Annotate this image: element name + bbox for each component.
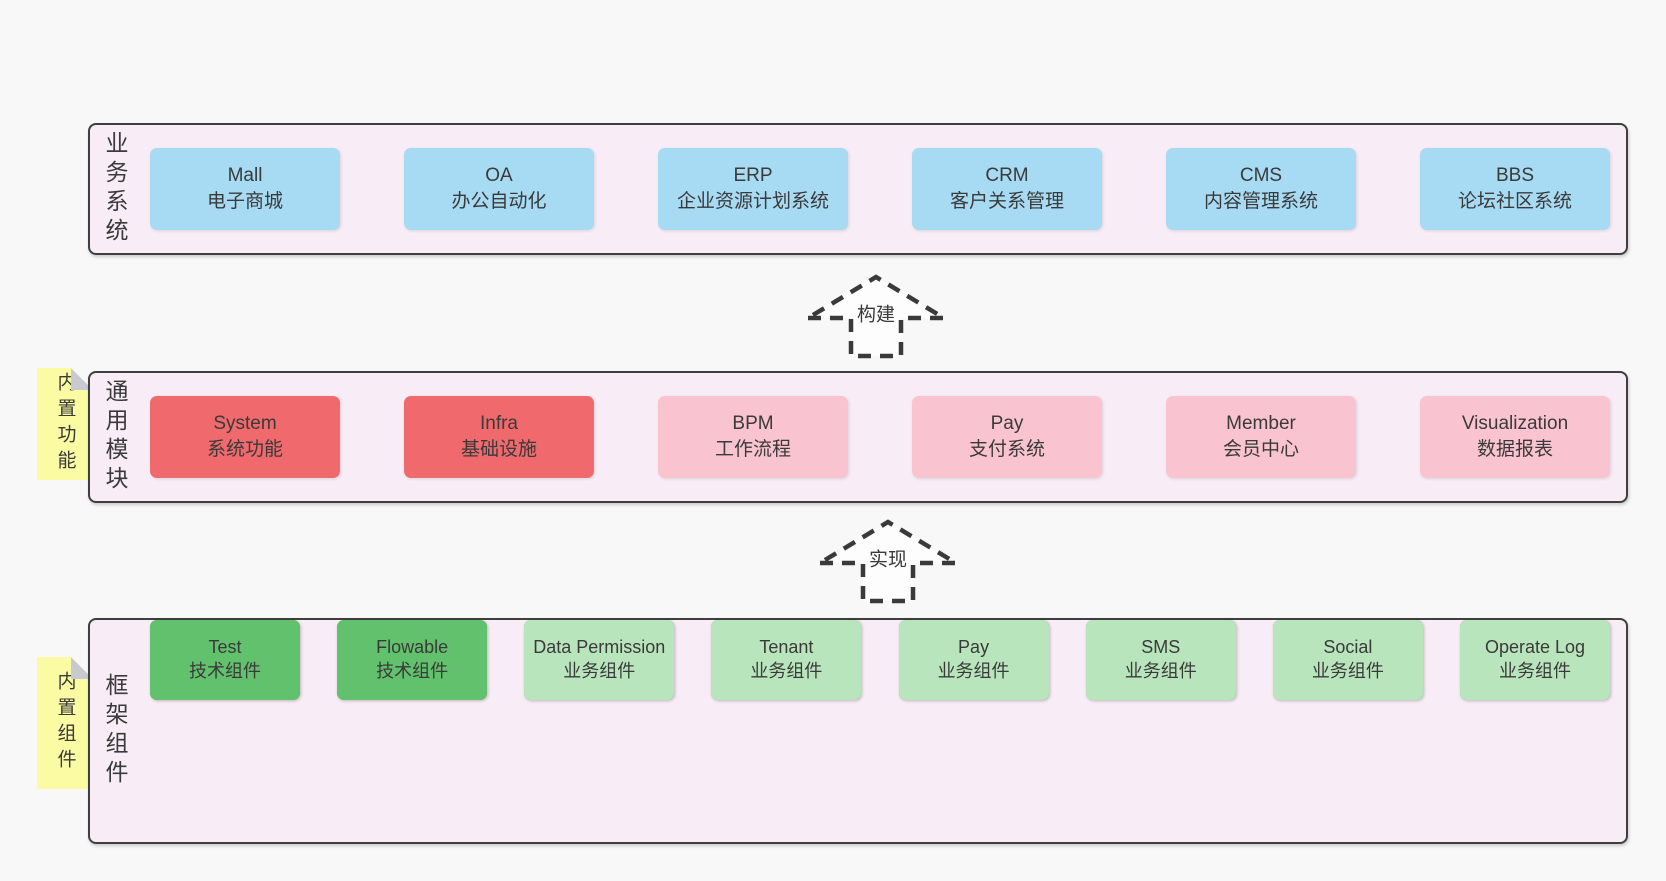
module-box-oa: OA 办公自动化 xyxy=(404,148,594,230)
module-box-infra: Infra 基础设施 xyxy=(404,396,594,478)
common-modules-panel: 通用模块 System 系统功能 Infra 基础设施 BPM 工作流程 Pay… xyxy=(88,371,1628,503)
builtin-components-note-label: 内置组件 xyxy=(54,671,76,775)
common-modules-side-label: 通用模块 xyxy=(102,379,128,495)
module-box-system: System 系统功能 xyxy=(150,396,340,478)
component-box-tenant: Tenant 业务组件 xyxy=(711,620,862,700)
box-subtitle: 会员中心 xyxy=(1222,439,1299,460)
box-title: Pay xyxy=(990,412,1024,434)
component-box-flowable: Flowable 技术组件 xyxy=(337,620,488,700)
component-box-sms: SMS 业务组件 xyxy=(1085,620,1236,700)
box-title: OA xyxy=(485,164,513,186)
box-subtitle: 内容管理系统 xyxy=(1203,191,1318,212)
module-box-bbs: BBS 论坛社区系统 xyxy=(1420,148,1610,230)
build-arrow-label: 构建 xyxy=(853,297,899,329)
component-box-data-permission: Data Permission 业务组件 xyxy=(524,620,675,700)
box-subtitle: 业务组件 xyxy=(1124,661,1197,681)
box-title: Social xyxy=(1323,637,1373,658)
common-modules-row: System 系统功能 Infra 基础设施 BPM 工作流程 Pay 支付系统… xyxy=(150,373,1610,501)
component-box-social: Social 业务组件 xyxy=(1272,620,1423,700)
module-box-pay: Pay 支付系统 xyxy=(912,396,1102,478)
box-title: CRM xyxy=(985,164,1029,186)
box-subtitle: 工作流程 xyxy=(714,439,791,460)
box-subtitle: 业务组件 xyxy=(563,661,636,681)
box-title: Test xyxy=(208,637,242,658)
box-subtitle: 数据报表 xyxy=(1476,439,1553,460)
box-title: Mall xyxy=(227,164,263,186)
module-box-visualization: Visualization 数据报表 xyxy=(1420,396,1610,478)
box-subtitle: 基础设施 xyxy=(460,439,537,460)
box-subtitle: 业务组件 xyxy=(750,661,823,681)
module-box-cms: CMS 内容管理系统 xyxy=(1166,148,1356,230)
implement-arrow-label: 实现 xyxy=(865,542,911,574)
box-subtitle: 业务组件 xyxy=(937,661,1010,681)
box-title: Flowable xyxy=(376,637,449,658)
module-box-crm: CRM 客户关系管理 xyxy=(912,148,1102,230)
module-box-mall: Mall 电子商城 xyxy=(150,148,340,230)
business-systems-panel: 业务系统 Mall 电子商城 OA 办公自动化 ERP 企业资源计划系统 CRM… xyxy=(88,123,1628,255)
box-subtitle: 技术组件 xyxy=(189,661,261,681)
box-subtitle: 技术组件 xyxy=(376,661,449,681)
business-systems-row: Mall 电子商城 OA 办公自动化 ERP 企业资源计划系统 CRM 客户关系… xyxy=(150,125,1610,253)
builtin-features-note-label: 内置功能 xyxy=(54,372,76,476)
box-subtitle: 支付系统 xyxy=(968,439,1045,460)
box-title: BBS xyxy=(1495,164,1535,186)
framework-components-row-2: Test 技术组件 Flowable 技术组件 Data Permission … xyxy=(150,620,1610,700)
box-subtitle: 业务组件 xyxy=(1498,661,1571,681)
component-box-test: Test 技术组件 xyxy=(150,620,300,700)
box-title: System xyxy=(213,412,277,434)
module-box-member: Member 会员中心 xyxy=(1166,396,1356,478)
implement-arrow: 实现 xyxy=(811,518,965,604)
business-systems-side-label: 业务系统 xyxy=(102,131,128,247)
box-title: Tenant xyxy=(759,637,814,658)
box-title: SMS xyxy=(1141,637,1181,658)
box-subtitle: 企业资源计划系统 xyxy=(676,191,829,212)
module-box-bpm: BPM 工作流程 xyxy=(658,396,848,478)
builtin-components-note: 内置组件 xyxy=(37,657,93,789)
module-box-erp: ERP 企业资源计划系统 xyxy=(658,148,848,230)
box-subtitle: 论坛社区系统 xyxy=(1457,191,1572,212)
box-title: Operate Log xyxy=(1484,637,1586,658)
box-title: Infra xyxy=(479,412,519,434)
box-subtitle: 业务组件 xyxy=(1311,661,1384,681)
box-title: CMS xyxy=(1239,164,1283,186)
box-title: ERP xyxy=(733,164,773,186)
box-title: Visualization xyxy=(1461,412,1569,434)
builtin-features-note: 内置功能 xyxy=(37,368,93,480)
component-box-pay-biz: Pay 业务组件 xyxy=(898,620,1049,700)
framework-components-panel: 框架组件 Web 技术组件 Security 技术组件 MyBatis 技术组件… xyxy=(88,618,1628,844)
component-box-operate-log: Operate Log 业务组件 xyxy=(1459,620,1610,700)
box-title: Member xyxy=(1226,412,1296,434)
build-arrow: 构建 xyxy=(799,273,953,359)
box-subtitle: 客户关系管理 xyxy=(949,191,1064,212)
box-subtitle: 办公自动化 xyxy=(451,191,547,212)
box-subtitle: 电子商城 xyxy=(206,191,283,212)
box-subtitle: 系统功能 xyxy=(206,439,283,460)
box-title: Data Permission xyxy=(533,637,666,658)
box-title: Pay xyxy=(958,637,990,658)
box-title: BPM xyxy=(732,412,774,434)
framework-components-side-label: 框架组件 xyxy=(102,673,128,789)
